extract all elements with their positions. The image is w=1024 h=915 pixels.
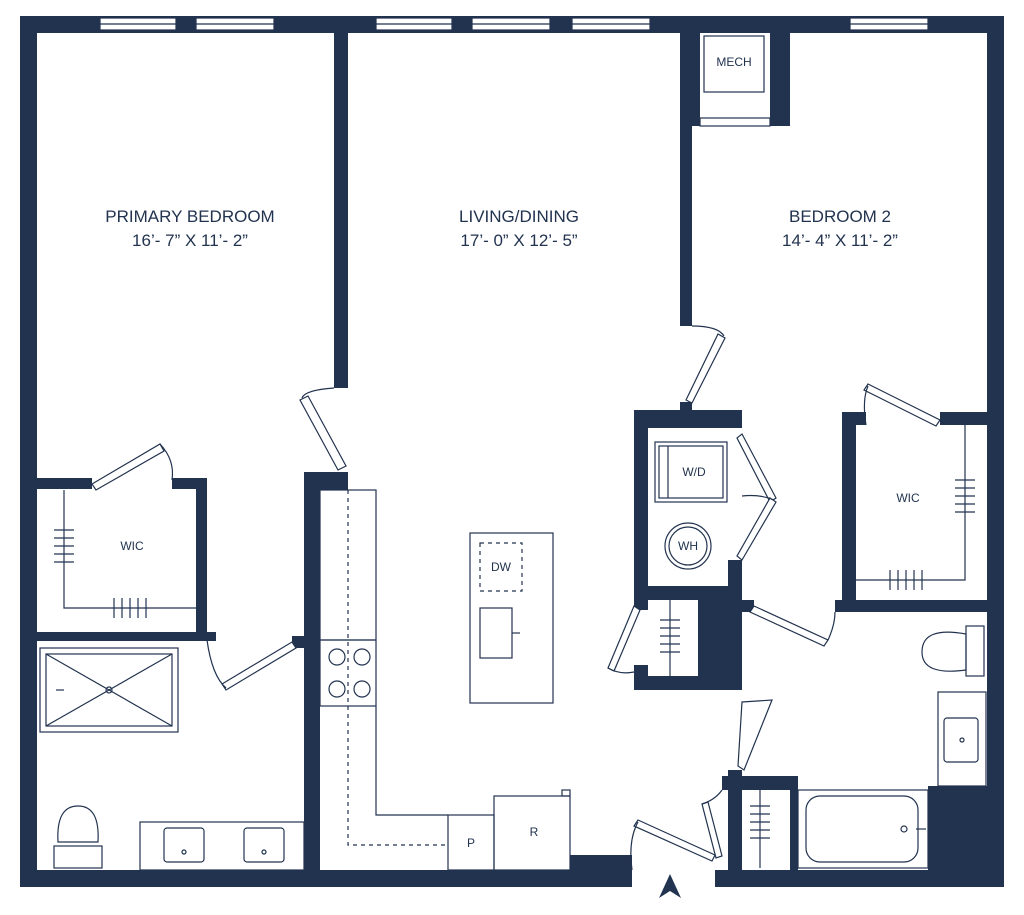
primary-bedroom-label: PRIMARY BEDROOM <box>105 207 274 226</box>
primary-bedroom-size: 16’- 7” X 11’- 2” <box>132 231 248 250</box>
bath2 <box>750 625 987 869</box>
doors[interactable] <box>91 325 941 871</box>
laundry: W/D WH <box>654 441 728 676</box>
mech-label: MECH <box>716 55 751 69</box>
interior-walls <box>36 32 988 872</box>
north-arrow-icon <box>659 874 681 898</box>
stove-icon <box>319 639 377 707</box>
living-dining-size: 17’- 0” X 12’- 5” <box>460 231 577 250</box>
refrigerator <box>493 795 571 871</box>
sink-icon <box>479 607 513 659</box>
living-dining-label: LIVING/DINING <box>459 207 579 226</box>
wd-label: W/D <box>682 465 706 479</box>
bedroom2-label: BEDROOM 2 <box>789 207 891 226</box>
bedroom2-wic: WIC <box>856 425 975 590</box>
bedroom2-size: 14’- 4” X 11’- 2” <box>782 231 898 250</box>
exterior-walls <box>20 16 1004 887</box>
wic-label: WIC <box>120 539 144 553</box>
kitchen-island <box>469 532 554 704</box>
wic-label: WIC <box>896 491 920 505</box>
mech-closet: MECH <box>699 35 771 127</box>
primary-wic: WIC <box>54 490 196 618</box>
primary-bath <box>39 647 305 871</box>
wh-label: WH <box>678 539 698 553</box>
kitchen: DW P R <box>319 489 571 871</box>
toilet-icon <box>921 631 967 672</box>
refrigerator-label: R <box>530 825 539 839</box>
pantry-label: P <box>467 836 475 850</box>
windows <box>99 17 929 31</box>
toilet-icon <box>57 805 99 843</box>
dw-label: DW <box>491 560 512 574</box>
